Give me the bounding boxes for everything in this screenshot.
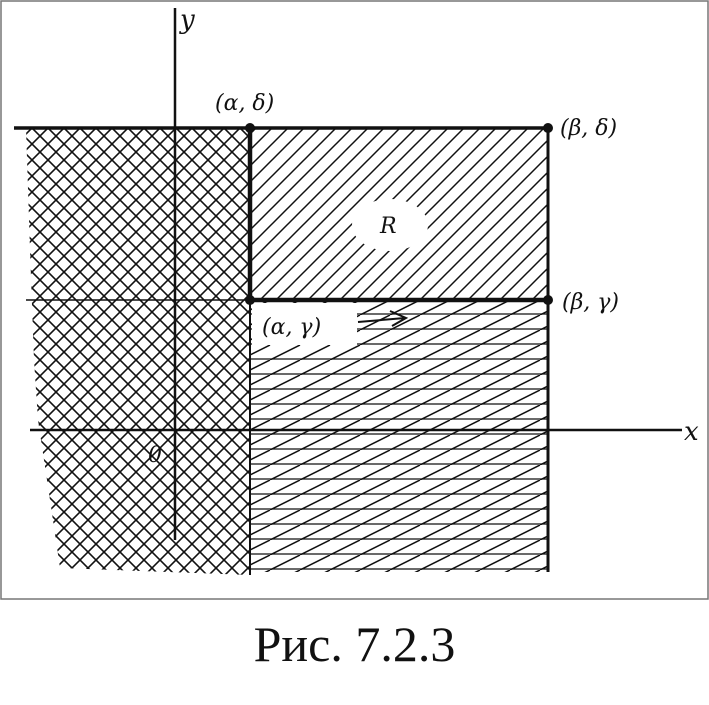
corner-label-alpha-delta: (α, δ) bbox=[215, 91, 274, 116]
corner-dot-beta-gamma bbox=[543, 295, 553, 305]
picture-frame bbox=[0, 0, 709, 600]
x-axis-label: x bbox=[684, 417, 699, 447]
corner-dot-alpha-gamma bbox=[245, 295, 255, 305]
rectangle-region-diagram: y x 0 R (α, δ) (β, δ) (β, γ) (α, γ) bbox=[0, 0, 709, 600]
y-axis-label: y bbox=[179, 5, 195, 35]
pointer-arrow bbox=[357, 310, 409, 327]
origin-label: 0 bbox=[148, 443, 162, 468]
region-r-label: R bbox=[379, 214, 397, 239]
corner-label-beta-gamma: (β, γ) bbox=[562, 290, 619, 315]
corner-label-alpha-gamma: (α, γ) bbox=[262, 315, 321, 340]
crosshatched-region bbox=[26, 128, 250, 575]
alpha-gamma-label-backdrop bbox=[252, 303, 357, 345]
figure-caption: Рис. 7.2.3 bbox=[253, 616, 456, 672]
corner-label-beta-delta: (β, δ) bbox=[560, 116, 617, 141]
region-r-label-backdrop bbox=[352, 199, 428, 251]
corner-dot-alpha-delta bbox=[245, 123, 255, 133]
corner-dot-beta-delta bbox=[543, 123, 553, 133]
lower-hatched-region bbox=[250, 300, 548, 572]
